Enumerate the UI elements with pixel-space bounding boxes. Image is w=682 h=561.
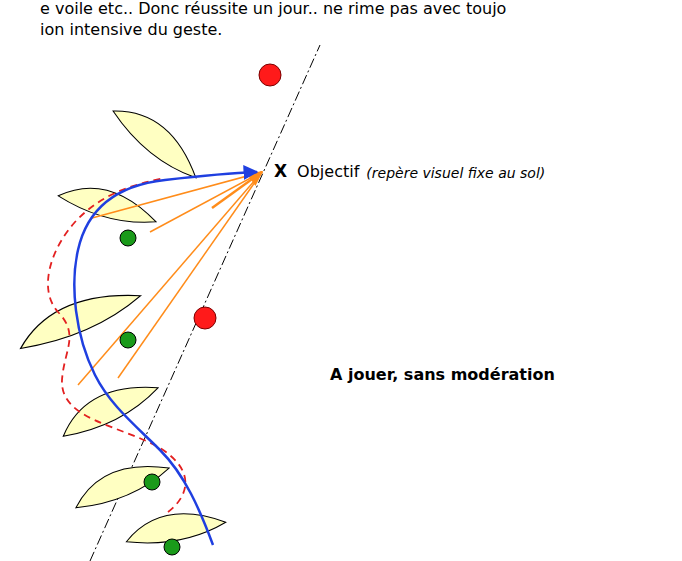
wing — [70, 458, 174, 509]
slogan: A jouer, sans modération — [330, 366, 555, 384]
wing — [112, 93, 204, 191]
pilot-dot — [120, 230, 136, 246]
note-text: e voile etc.. Donc réussite un jour.. ne… — [40, 0, 506, 18]
target-mark: X — [274, 162, 287, 182]
dashed-trajectory — [48, 178, 185, 512]
target-note: (repère visuel fixe au sol) — [366, 165, 545, 181]
blue-trajectory — [74, 172, 257, 545]
pilot-dots — [120, 230, 180, 555]
wing — [13, 285, 146, 350]
pilot-dot — [144, 474, 160, 490]
target-label: Objectif — [297, 163, 359, 181]
pilot-dot — [120, 332, 136, 348]
wings — [13, 93, 227, 544]
red-marker — [259, 64, 281, 86]
pilot-dot — [164, 539, 180, 555]
wing — [55, 378, 164, 438]
red-marker — [194, 307, 216, 329]
note-text: ion intensive du geste. — [40, 21, 222, 39]
